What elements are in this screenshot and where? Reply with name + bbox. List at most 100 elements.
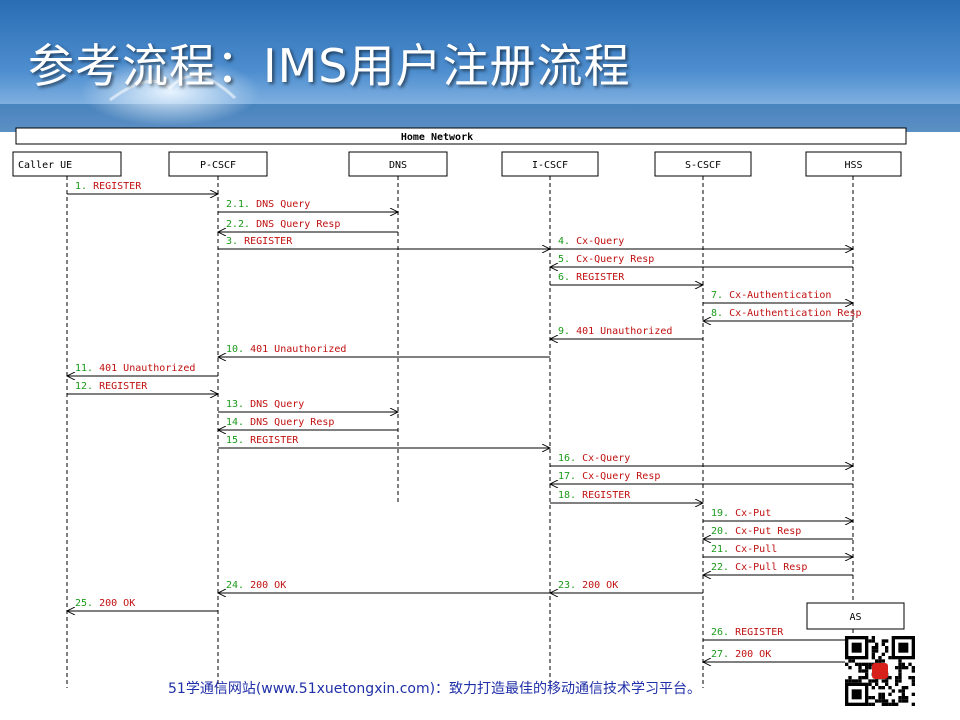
message-number: 26. bbox=[711, 627, 735, 638]
message-text: Cx-Query Resp bbox=[576, 254, 654, 265]
message-text: REGISTER bbox=[93, 181, 142, 192]
message-text: Cx-Query bbox=[576, 236, 624, 247]
message-text: 200 OK bbox=[250, 580, 286, 591]
message-number: 3. bbox=[226, 236, 244, 247]
page-title: 参考流程：IMS用户注册流程 bbox=[28, 39, 631, 93]
message-label: 14. DNS Query Resp bbox=[226, 417, 334, 428]
message-number: 7. bbox=[711, 290, 729, 301]
footer-text: 51学通信网站(www.51xuetongxin.com)：致力打造最佳的移动通… bbox=[168, 681, 702, 697]
qr-code-icon bbox=[845, 636, 915, 706]
message-text: REGISTER bbox=[244, 236, 293, 247]
message-text: REGISTER bbox=[250, 435, 299, 446]
message-number: 2.1. bbox=[226, 199, 256, 210]
entity-box-icscf bbox=[501, 151, 599, 177]
entity-box-pcscf bbox=[168, 151, 268, 177]
message-text: Cx-Authentication bbox=[729, 290, 831, 301]
message-text: REGISTER bbox=[576, 272, 625, 283]
message-label: 26. REGISTER bbox=[711, 627, 784, 638]
network-banner bbox=[15, 127, 907, 145]
message-number: 4. bbox=[558, 236, 576, 247]
message-number: 10. bbox=[226, 344, 250, 355]
message-number: 5. bbox=[558, 254, 576, 265]
message-label: 25. 200 OK bbox=[75, 598, 135, 609]
water-splash-icon bbox=[80, 58, 260, 126]
message-number: 18. bbox=[558, 490, 582, 501]
message-number: 11. bbox=[75, 363, 99, 374]
message-label: 7. Cx-Authentication bbox=[711, 290, 831, 301]
message-number: 6. bbox=[558, 272, 576, 283]
message-label: 21. Cx-Pull bbox=[711, 544, 777, 555]
message-text: DNS Query bbox=[256, 199, 310, 210]
message-label: 11. 401 Unauthorized bbox=[75, 363, 195, 374]
message-text: DNS Query Resp bbox=[250, 417, 334, 428]
network-label: Home Network bbox=[401, 132, 473, 143]
message-text: REGISTER bbox=[582, 490, 631, 501]
message-label: 19. Cx-Put bbox=[711, 508, 771, 519]
message-label: 24. 200 OK bbox=[226, 580, 286, 591]
message-text: 200 OK bbox=[735, 649, 771, 660]
message-label: 18. REGISTER bbox=[558, 490, 631, 501]
message-label: 8. Cx-Authentication Resp bbox=[711, 308, 862, 319]
message-label: 20. Cx-Put Resp bbox=[711, 526, 801, 537]
message-text: Cx-Put bbox=[735, 508, 771, 519]
message-number: 23. bbox=[558, 580, 582, 591]
message-text: 401 Unauthorized bbox=[576, 326, 672, 337]
message-number: 17. bbox=[558, 471, 582, 482]
entity-label-pcscf: P-CSCF bbox=[200, 160, 236, 171]
message-label: 12. REGISTER bbox=[75, 381, 148, 392]
entity-box-as bbox=[806, 602, 905, 630]
message-number: 9. bbox=[558, 326, 576, 337]
entity-label-as: AS bbox=[849, 612, 861, 623]
slide-header: 参考流程：IMS用户注册流程 bbox=[0, 0, 960, 132]
qr-code bbox=[845, 636, 915, 706]
entity-label-icscf: I-CSCF bbox=[532, 160, 568, 171]
entity-label-dns: DNS bbox=[389, 160, 407, 171]
message-text: Cx-Query bbox=[582, 453, 630, 464]
message-text: REGISTER bbox=[735, 627, 784, 638]
entity-box-scscf bbox=[654, 151, 752, 177]
message-text: Cx-Pull bbox=[735, 544, 777, 555]
message-text: Cx-Put Resp bbox=[735, 526, 801, 537]
header-background bbox=[0, 0, 960, 132]
message-label: 13. DNS Query bbox=[226, 399, 304, 410]
message-text: Cx-Query Resp bbox=[582, 471, 660, 482]
message-number: 25. bbox=[75, 598, 99, 609]
message-text: 200 OK bbox=[99, 598, 135, 609]
entity-label-ue: Caller UE bbox=[18, 160, 72, 171]
message-number: 19. bbox=[711, 508, 735, 519]
entity-box-hss bbox=[805, 151, 902, 177]
message-label: 23. 200 OK bbox=[558, 580, 618, 591]
message-label: 4. Cx-Query bbox=[558, 236, 624, 247]
message-label: 15. REGISTER bbox=[226, 435, 299, 446]
message-label: 3. REGISTER bbox=[226, 236, 293, 247]
entity-box-dns bbox=[348, 151, 448, 177]
message-label: 9. 401 Unauthorized bbox=[558, 326, 672, 337]
message-text: 401 Unauthorized bbox=[250, 344, 346, 355]
entity-label-hss: HSS bbox=[844, 160, 862, 171]
message-number: 27. bbox=[711, 649, 735, 660]
message-label: 17. Cx-Query Resp bbox=[558, 471, 660, 482]
message-label: 27. 200 OK bbox=[711, 649, 771, 660]
message-text: 401 Unauthorized bbox=[99, 363, 195, 374]
message-label: 10. 401 Unauthorized bbox=[226, 344, 346, 355]
message-label: 2.1. DNS Query bbox=[226, 199, 310, 210]
lifelines: Caller UE P-CSCF DNS I-CSCF S-CSCF HSS AS bbox=[12, 151, 905, 688]
message-number: 12. bbox=[75, 381, 99, 392]
message-text: Cx-Authentication Resp bbox=[729, 308, 861, 319]
message-number: 16. bbox=[558, 453, 582, 464]
entity-box-ue bbox=[12, 151, 122, 177]
entity-label-scscf: S-CSCF bbox=[685, 160, 721, 171]
message-text: DNS Query bbox=[250, 399, 304, 410]
message-label: 2.2. DNS Query Resp bbox=[226, 219, 340, 230]
message-number: 21. bbox=[711, 544, 735, 555]
message-number: 1. bbox=[75, 181, 93, 192]
message-number: 15. bbox=[226, 435, 250, 446]
message-number: 2.2. bbox=[226, 219, 256, 230]
message-number: 13. bbox=[226, 399, 250, 410]
message-number: 8. bbox=[711, 308, 729, 319]
message-text: DNS Query Resp bbox=[256, 219, 340, 230]
message-number: 22. bbox=[711, 562, 735, 573]
message-number: 20. bbox=[711, 526, 735, 537]
